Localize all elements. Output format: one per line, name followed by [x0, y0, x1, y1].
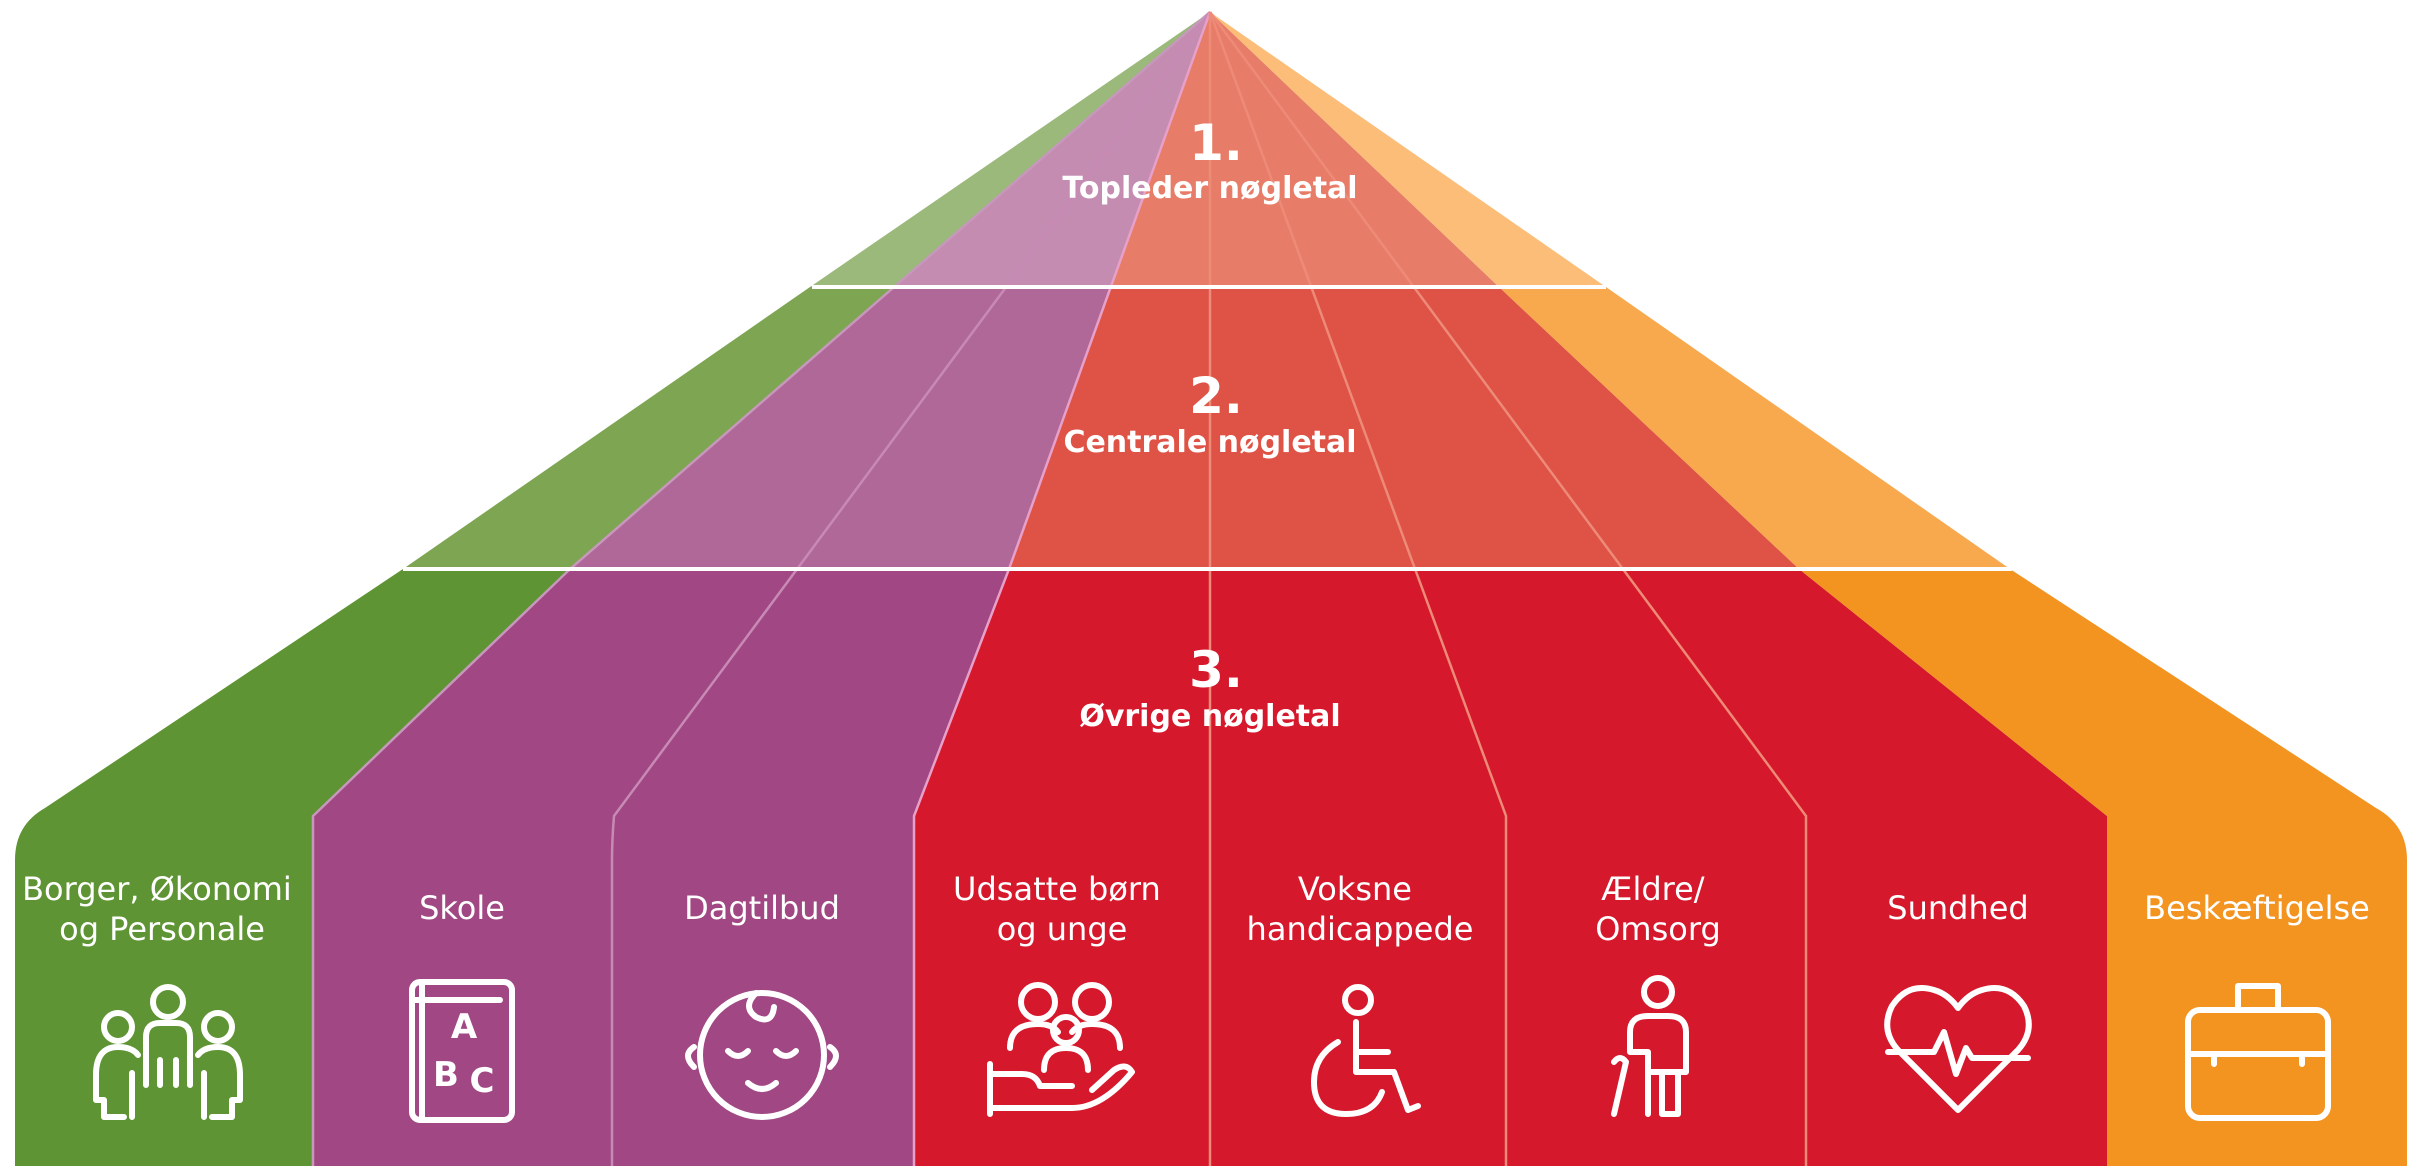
abc-book-icon: A B C	[409, 979, 515, 1123]
band3-green	[15, 569, 570, 1166]
level-2-name: Centrale nøgletal	[1063, 425, 1356, 460]
band2-green	[403, 287, 895, 569]
band3-orange	[1799, 569, 2407, 1166]
sector-label-aeldre: Ældre/ Omsorg	[1595, 870, 1721, 948]
level-3-number: 3.	[1189, 641, 1243, 699]
band2-purple	[570, 287, 1110, 569]
sector-labels: Borger, Økonomi og Personale Skole Dagti…	[22, 870, 2370, 948]
wheelchair-icon	[1311, 984, 1421, 1117]
heart-pulse-icon	[1884, 985, 2032, 1113]
elderly-person-icon	[1611, 975, 1689, 1117]
level-2-number: 2.	[1189, 367, 1243, 425]
people-group-icon	[93, 984, 243, 1120]
family-in-hand-icon	[987, 982, 1135, 1117]
level-2-band	[403, 287, 2010, 569]
sector-label-skole: Skole	[419, 889, 505, 927]
svg-text:C: C	[470, 1061, 495, 1101]
band1-red	[1110, 12, 1499, 287]
sector-label-beskaeftigelse: Beskæftigelse	[2144, 889, 2370, 927]
band1-green	[810, 12, 1210, 287]
band2-red	[1009, 287, 1799, 569]
level-1-name: Topleder nøgletal	[1062, 171, 1357, 206]
level-1-number: 1.	[1189, 114, 1243, 172]
svg-text:B: B	[433, 1055, 459, 1095]
band1-orange	[1210, 12, 1606, 287]
band3-purple	[313, 569, 1009, 1166]
band2-orange	[1499, 287, 2010, 569]
sector-label-voksne: Voksne handicappede	[1247, 870, 1474, 948]
sector-label-udsatte: Udsatte børn og unge	[953, 870, 1171, 948]
level-3-name: Øvrige nøgletal	[1079, 699, 1340, 734]
band3-red	[914, 569, 2107, 1166]
sector-dividers	[311, 11, 1808, 1166]
sector-label-sundhed: Sundhed	[1887, 889, 2028, 927]
briefcase-icon	[2185, 983, 2331, 1121]
sector-label-dagtilbud: Dagtilbud	[684, 889, 840, 927]
svg-text:A: A	[451, 1007, 478, 1047]
level-3-band	[15, 569, 2407, 1166]
baby-face-icon	[685, 990, 839, 1120]
sector-label-borger: Borger, Økonomi og Personale	[22, 870, 302, 948]
